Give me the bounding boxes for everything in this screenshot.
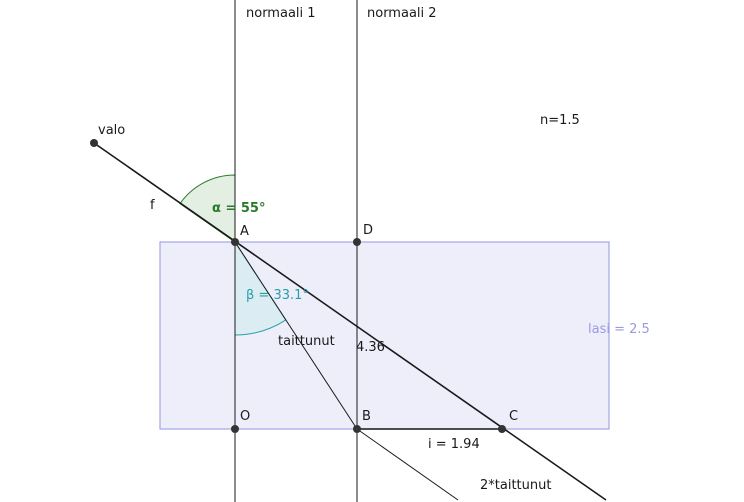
refracted-label: taittunut bbox=[278, 334, 335, 349]
ray-name-label: f bbox=[150, 198, 155, 213]
alpha-label: α = 55° bbox=[212, 201, 265, 216]
refractive-index-label: n=1.5 bbox=[540, 113, 580, 128]
point-B-label: B bbox=[362, 409, 371, 424]
point-O-label: O bbox=[240, 409, 250, 424]
point-D[interactable] bbox=[353, 238, 361, 246]
length-ac-label: 4.36 bbox=[356, 340, 385, 355]
refracted-ray[interactable] bbox=[234, 241, 358, 430]
point-valo[interactable] bbox=[90, 139, 98, 147]
point-A-label: A bbox=[240, 224, 249, 239]
point-D-label: D bbox=[363, 223, 373, 238]
glass-rectangle[interactable] bbox=[159, 241, 610, 430]
point-O[interactable] bbox=[231, 425, 239, 433]
normal-1-label: normaali 1 bbox=[246, 6, 316, 21]
double-refracted-segment[interactable] bbox=[356, 428, 459, 501]
normal-2-label: normaali 2 bbox=[367, 6, 437, 21]
ray-label: valo bbox=[98, 123, 125, 138]
double-refracted-label: 2*taittunut bbox=[480, 478, 551, 493]
beta-label: β = 33.1° bbox=[246, 288, 309, 303]
point-C-label: C bbox=[509, 409, 518, 424]
glass-label: lasi = 2.5 bbox=[588, 322, 650, 337]
point-A[interactable] bbox=[231, 238, 239, 246]
point-B[interactable] bbox=[353, 425, 361, 433]
segment-i-label: i = 1.94 bbox=[428, 437, 480, 452]
light-ray-f[interactable] bbox=[93, 142, 607, 501]
point-C[interactable] bbox=[498, 425, 506, 433]
alpha-angle-sector[interactable] bbox=[179, 174, 236, 243]
